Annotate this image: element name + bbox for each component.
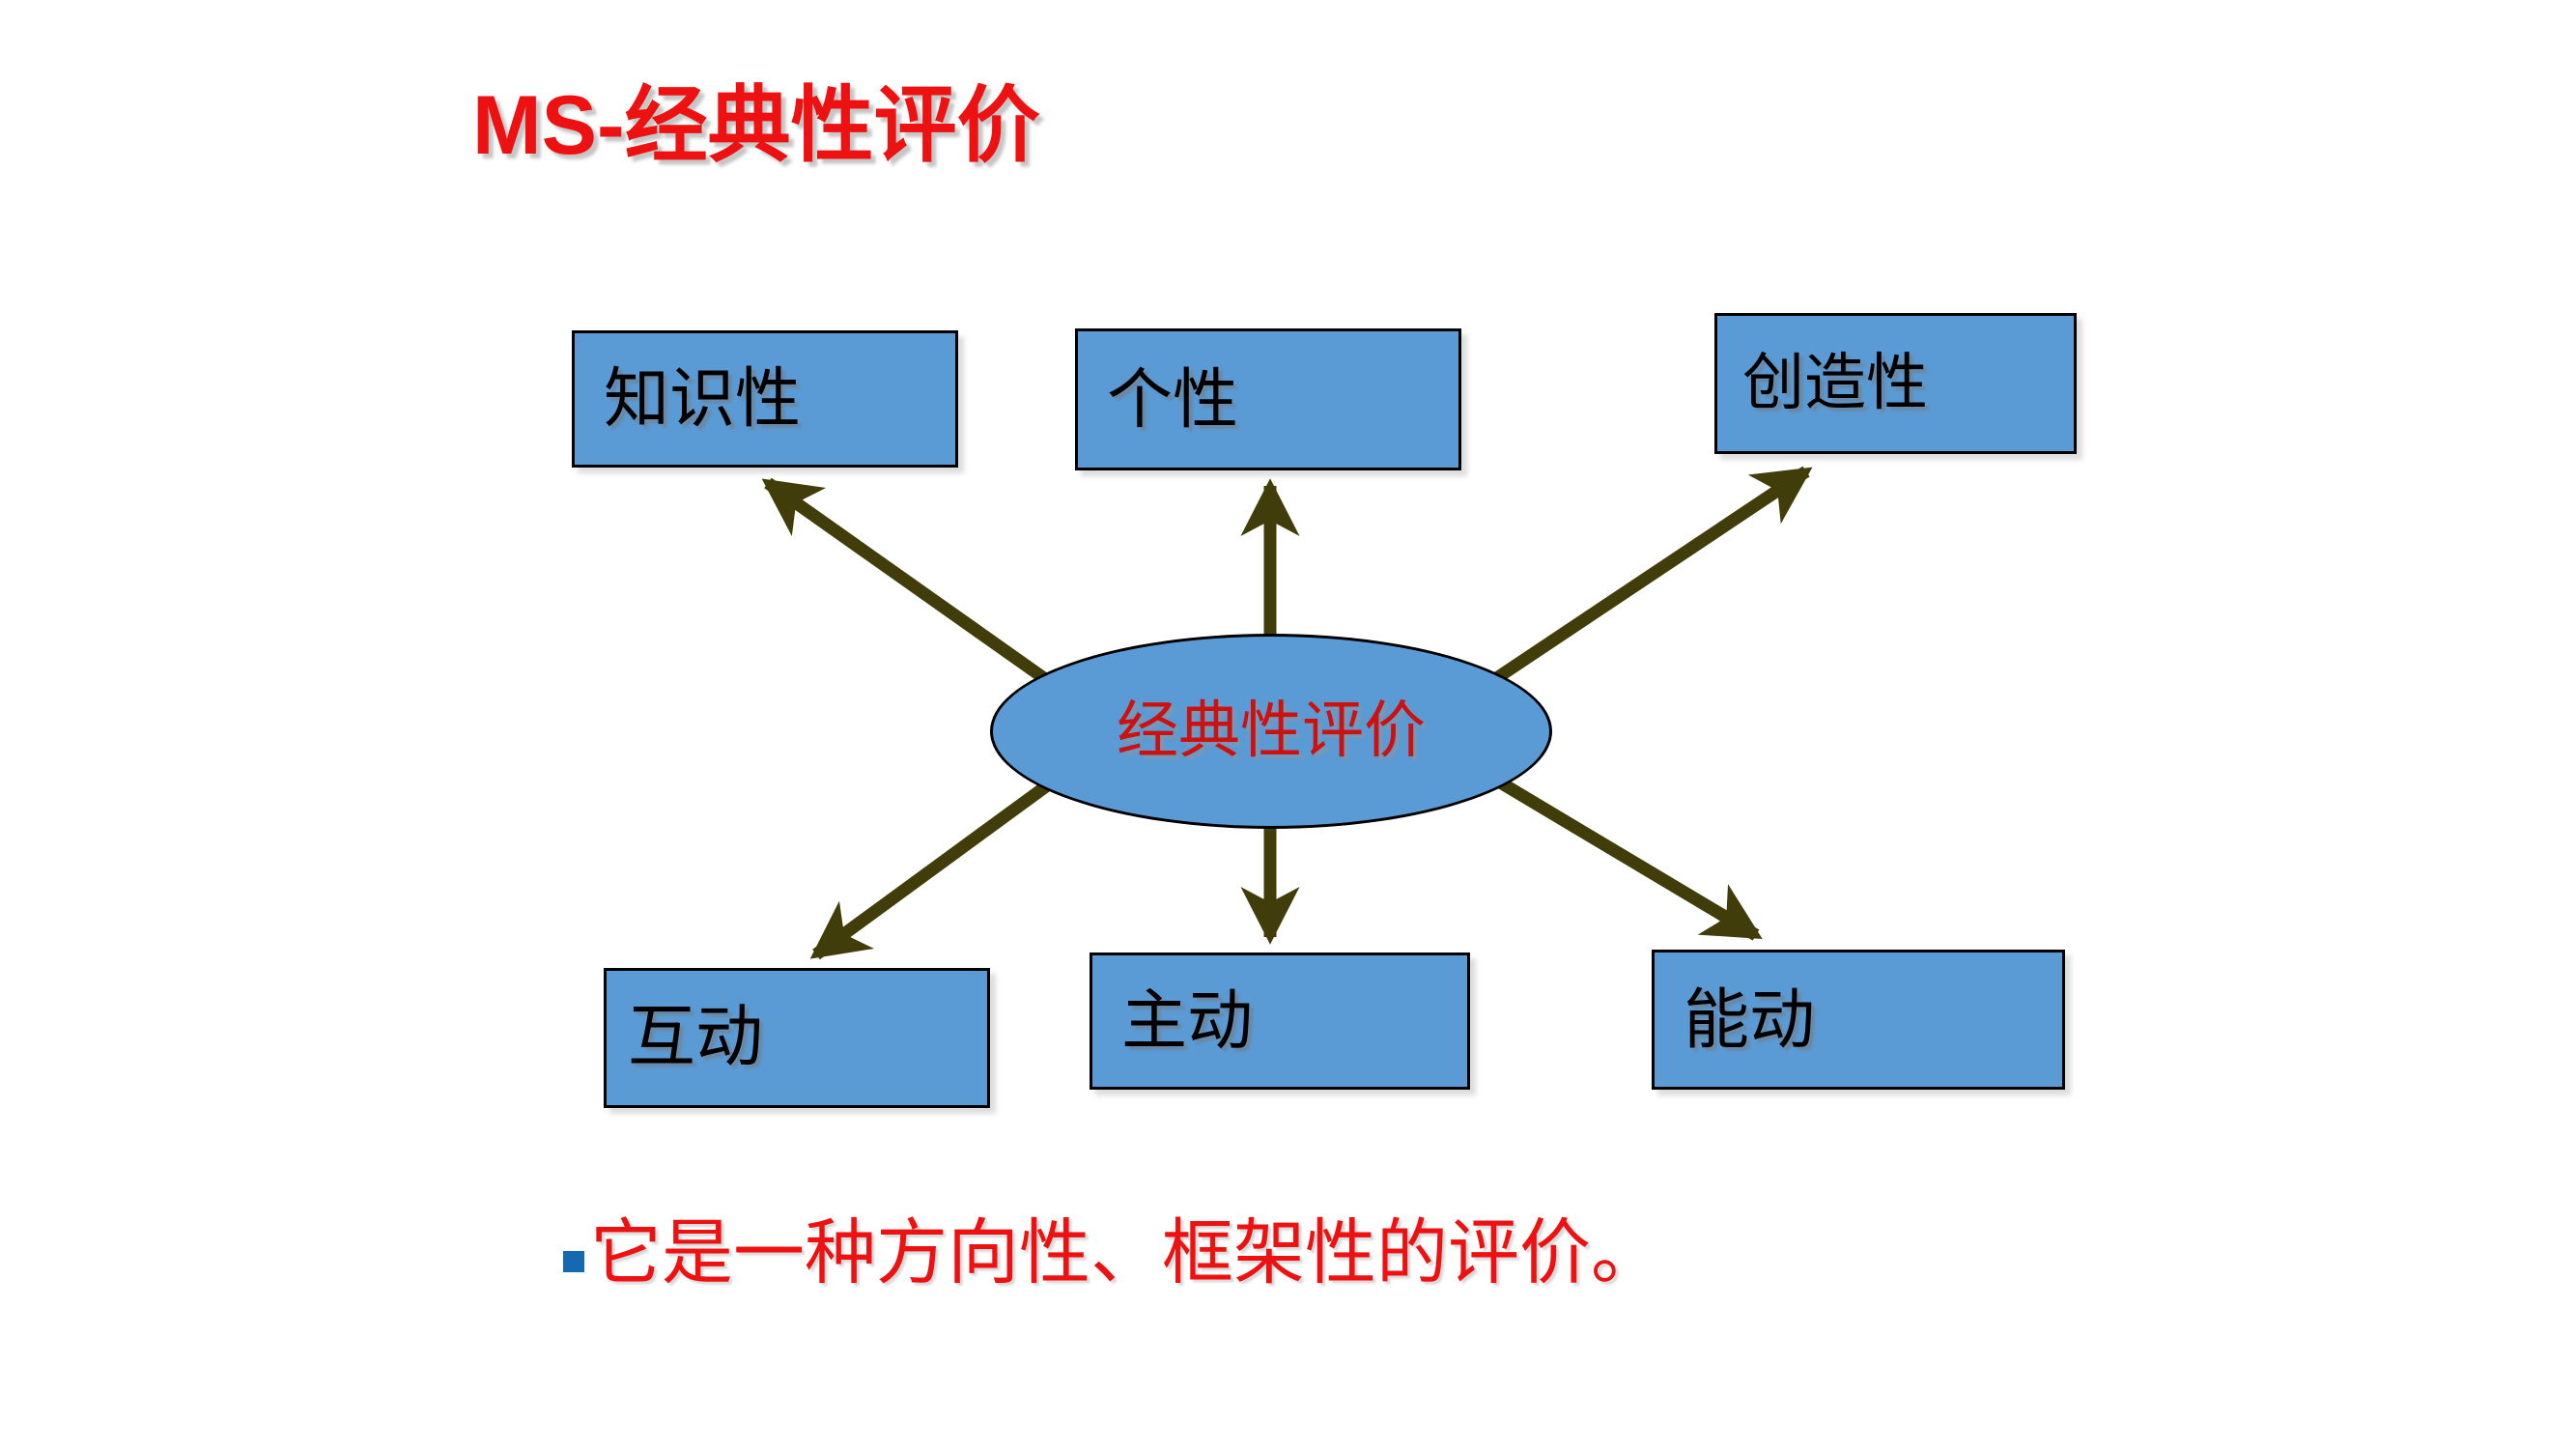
page-title: MS-经典性评价 xyxy=(472,79,1040,172)
node-box-chuangzaoxing[interactable]: 创造性 xyxy=(1714,313,2077,454)
node-label: 互动 xyxy=(628,1000,763,1075)
hub-ellipse[interactable]: 经典性评价 xyxy=(990,634,1552,829)
arrow-hub-to-chuangzaoxing xyxy=(1488,466,1813,687)
node-box-zhishixing[interactable]: 知识性 xyxy=(572,330,958,468)
arrow-hub-to-nengdong xyxy=(1488,772,1763,941)
arrow-hub-to-zhishixing xyxy=(761,477,1062,694)
bullet-list-item: 它是一种方向性、框架性的评价。 xyxy=(563,1214,1662,1294)
node-label: 个性 xyxy=(1107,362,1239,437)
bullet-text: 它是一种方向性、框架性的评价。 xyxy=(590,1214,1662,1294)
node-box-zhudong[interactable]: 主动 xyxy=(1090,952,1470,1090)
node-box-nengdong[interactable]: 能动 xyxy=(1652,950,2065,1090)
node-box-gexing[interactable]: 个性 xyxy=(1075,328,1461,470)
node-label: 能动 xyxy=(1684,982,1816,1057)
node-label: 创造性 xyxy=(1742,349,1928,417)
node-box-hudong[interactable]: 互动 xyxy=(604,968,990,1108)
square-bullet-icon xyxy=(563,1251,584,1273)
node-label: 主动 xyxy=(1121,984,1254,1058)
node-label: 知识性 xyxy=(604,362,802,436)
arrow-hub-to-hudong xyxy=(809,770,1064,960)
hub-ellipse-label: 经典性评价 xyxy=(1117,697,1426,765)
